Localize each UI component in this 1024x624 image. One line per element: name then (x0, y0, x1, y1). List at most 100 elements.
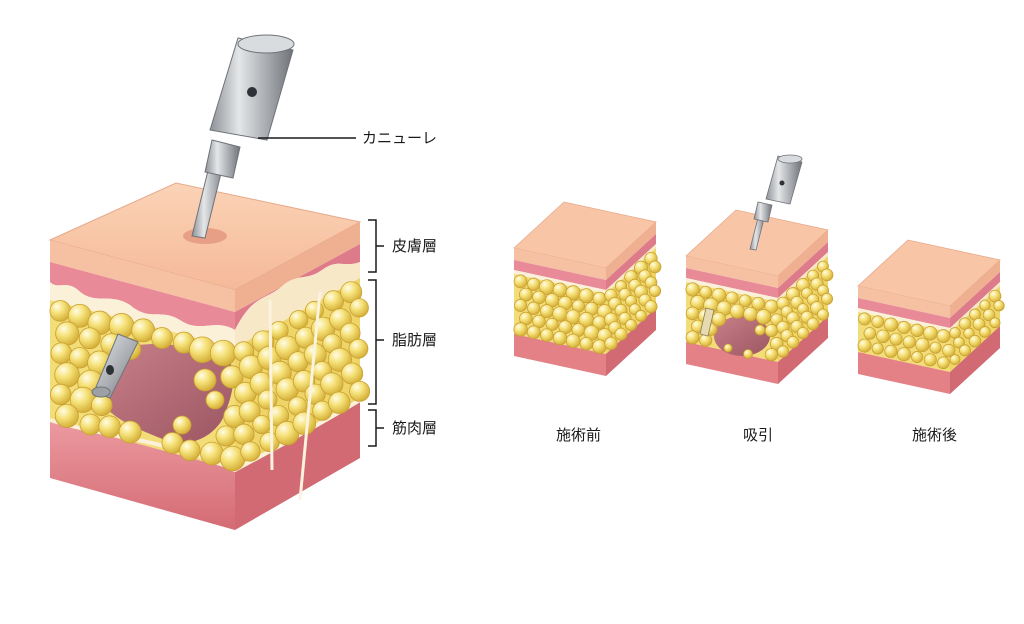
fat-cell (989, 317, 1001, 329)
connective-strand (298, 291, 322, 501)
fat-cell (858, 312, 872, 326)
fat-cell (897, 320, 911, 335)
fat-cell (751, 296, 766, 311)
muscle-layer-label: 筋肉層 (392, 419, 437, 437)
dermis-front (686, 268, 778, 298)
skin-front (514, 248, 606, 280)
fat-cell (968, 334, 982, 348)
fat-cell (910, 323, 924, 338)
fat-cell (514, 298, 528, 312)
fat-cell (526, 325, 541, 340)
muscle-front (858, 352, 950, 394)
skin-right (778, 230, 828, 288)
fat-cell (172, 415, 192, 435)
fat-cell (527, 301, 541, 315)
fat-cell (518, 287, 533, 302)
skin-front (858, 286, 950, 318)
fat-cell (233, 423, 255, 445)
muscle-right (235, 400, 360, 530)
after-block (857, 239, 1005, 394)
fat-cell (816, 308, 830, 321)
fat-cell (820, 268, 834, 282)
fat-cell (685, 330, 700, 345)
fat-cell (592, 339, 607, 354)
suction-cannula-port-icon (779, 180, 785, 186)
fat-cell (711, 287, 727, 303)
fat-cell (79, 413, 102, 436)
fat-cell (339, 322, 361, 344)
fat-cell (565, 333, 581, 349)
fat-cell (193, 368, 217, 392)
fat-cell (348, 338, 369, 359)
muscle-front (514, 334, 606, 376)
fat-cell (993, 300, 1005, 312)
fat-cell (54, 362, 80, 388)
dermis-right (235, 244, 360, 330)
fat-cell (949, 354, 961, 365)
fat-cell (959, 344, 971, 357)
fat-cell (205, 390, 225, 410)
cannula-port-icon (247, 87, 257, 97)
dermis-right (778, 242, 828, 298)
skin-front-side (50, 240, 235, 312)
dermis-right (950, 272, 1000, 328)
muscle-front (50, 420, 235, 530)
fat-cell (179, 439, 201, 461)
connective-right (235, 262, 360, 348)
fat-cell (240, 441, 261, 462)
caption-before: 施術前 (556, 426, 601, 444)
fat-cell (982, 308, 996, 322)
fat-cell (49, 383, 72, 406)
fat-cell (200, 441, 224, 466)
fat-cell (889, 332, 903, 346)
fat-cell (513, 322, 528, 337)
cannula-tip-in-fat (91, 333, 139, 399)
fat-cell (644, 300, 658, 314)
fat-cell (942, 343, 956, 358)
connective-front (858, 308, 950, 332)
fat-cell (953, 336, 965, 349)
fat-cell (98, 415, 121, 438)
muscle-right (950, 326, 1000, 394)
fat-cell (764, 347, 779, 362)
skin-right (950, 260, 1000, 318)
fat-cell (743, 306, 758, 322)
fat-cell (857, 338, 872, 353)
fat-cell (738, 294, 752, 308)
fat-cell (648, 260, 662, 274)
fat-cell (604, 336, 618, 351)
fat-cell (238, 400, 261, 423)
fat-cell (513, 274, 528, 289)
fat-cell (579, 336, 594, 351)
muscle-front (686, 342, 778, 384)
fat-cell (776, 345, 790, 358)
muscle-bracket (368, 409, 384, 447)
fat-cell (876, 329, 890, 344)
fat-cell (786, 335, 800, 349)
fat-cell (614, 327, 628, 341)
fat-cell (532, 314, 546, 329)
fat-cell (220, 365, 244, 389)
fat-cell (937, 356, 950, 370)
fat-cell (979, 326, 991, 338)
fat-cell (304, 300, 324, 320)
caption-suction: 吸引 (743, 426, 773, 444)
fat-cell (292, 411, 317, 436)
fat-cell (685, 282, 700, 297)
fat-cell (685, 306, 700, 321)
fat-cell (50, 342, 73, 365)
suction-cannula (749, 154, 803, 251)
skin-front (686, 256, 778, 288)
fat-cell (896, 347, 912, 362)
fat-cell (820, 292, 834, 305)
fat-cell (911, 351, 924, 364)
connective-front (514, 270, 606, 294)
connective-front (50, 282, 235, 348)
fat-cell (118, 420, 142, 444)
fat-cell (764, 323, 779, 338)
fat-cell (884, 344, 898, 358)
skin-right (606, 222, 656, 280)
fat-cell (624, 318, 638, 332)
fat-cell (648, 284, 662, 298)
